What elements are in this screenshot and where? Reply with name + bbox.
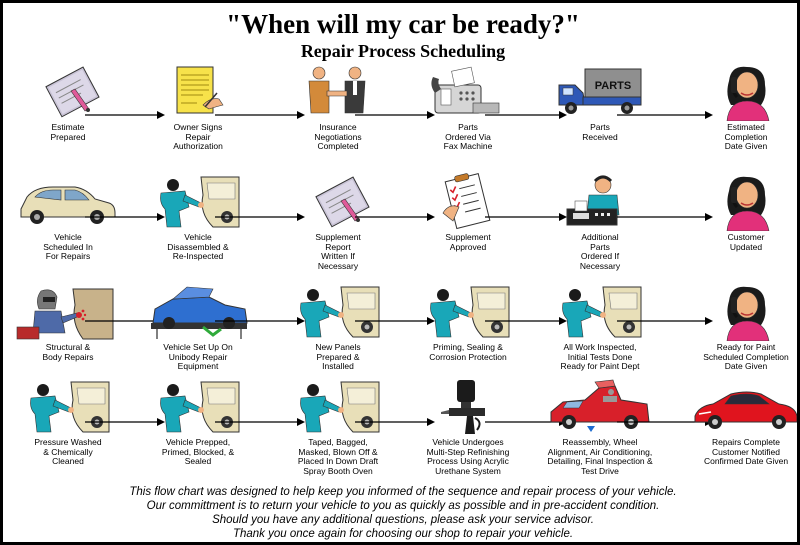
woman-phone-icon	[691, 63, 797, 122]
step-label: Priming, Sealing & Corrosion Protection	[429, 342, 507, 362]
flow-arrow	[617, 313, 713, 325]
footer-line: Thank you once again for choosing our sh…	[232, 528, 574, 540]
flow-arrow	[215, 209, 305, 221]
flow-arrow	[215, 313, 305, 325]
step-label: Ready for Paint Scheduled Completion Dat…	[703, 342, 789, 371]
step-label: Additional Parts Ordered If Necessary	[579, 232, 621, 271]
step-label: All Work Inspected, Initial Tests Done R…	[560, 342, 640, 371]
car-icon	[13, 173, 123, 231]
spray-gun-icon	[413, 378, 523, 436]
step-label: Vehicle Set Up On Unibody Repair Equipme…	[163, 342, 233, 371]
flow-arrow	[485, 209, 567, 221]
step-label: Vehicle Prepped, Primed, Blocked, & Seal…	[161, 437, 235, 466]
page-title: "When will my car be ready?"	[226, 9, 580, 39]
footer-line: Our committment is to return your vehicl…	[146, 500, 660, 512]
flow-arrow	[85, 414, 165, 426]
flow-arrow	[617, 209, 713, 221]
step-label: Owner Signs Repair Authorization	[173, 122, 223, 151]
mechanic-icon	[143, 173, 253, 231]
clipboard-icon	[13, 63, 123, 121]
flow-arrow	[215, 414, 305, 426]
mechanic-icon	[13, 378, 123, 436]
man-fax-icon	[545, 173, 655, 231]
step-label: Parts Received	[582, 122, 618, 142]
step-label: Estimate Prepared	[50, 122, 86, 142]
flow-arrow	[85, 107, 165, 119]
footer-note: This flow chart was designed to help kee…	[3, 485, 797, 541]
mechanic-icon	[413, 283, 523, 341]
page-subtitle: Repair Process Scheduling	[300, 41, 506, 61]
mechanic-icon	[283, 378, 393, 436]
mechanic-icon	[143, 378, 253, 436]
checklist-icon	[413, 173, 523, 231]
step-label: Taped, Bagged, Masked, Blown Off & Place…	[297, 437, 379, 476]
frame-machine-icon	[143, 283, 253, 341]
flow-arrow	[355, 414, 435, 426]
flow-arrow	[355, 313, 435, 325]
step-label: Pressure Washed & Chemically Cleaned	[34, 437, 102, 466]
welder-icon	[13, 283, 123, 341]
step-label: Customer Updated	[727, 232, 765, 252]
flow-arrow	[485, 313, 567, 325]
red-car-hood-icon	[545, 378, 655, 436]
step-label: Vehicle Scheduled In For Repairs	[43, 232, 93, 261]
woman-phone-icon	[691, 173, 797, 232]
flow-arrow	[617, 107, 713, 119]
woman-phone-icon	[691, 283, 797, 342]
flow-arrow	[355, 107, 435, 119]
flow-arrow	[485, 107, 567, 119]
document-signing-icon	[143, 63, 253, 121]
step-label: Structural & Body Repairs	[42, 342, 94, 362]
handshake-icon	[283, 63, 393, 121]
svg-text:PARTS: PARTS	[595, 80, 631, 92]
step-label: Estimated Completion Date Given	[724, 122, 768, 151]
step-label: New Panels Prepared & Installed	[315, 342, 361, 371]
clipboard-icon	[283, 173, 393, 231]
fax-machine-icon	[413, 63, 523, 121]
flow-arrow	[215, 107, 305, 119]
step-label: Supplement Report Written If Necessary	[315, 232, 361, 271]
red-sports-car-icon	[691, 378, 797, 436]
step-label: Reassembly, Wheel Alignment, Air Conditi…	[547, 437, 653, 476]
flow-arrow	[85, 209, 165, 221]
footer-line: This flow chart was designed to help kee…	[129, 486, 677, 498]
mechanic-icon	[283, 283, 393, 341]
footer-line: Should you have any additional questions…	[212, 514, 594, 526]
step-label: Supplement Approved	[445, 232, 491, 252]
step-label: Vehicle Undergoes Multi-Step Refinishing…	[426, 437, 510, 476]
flow-arrow	[355, 209, 435, 221]
step-label: Parts Ordered Via Fax Machine	[443, 122, 493, 151]
step-label: Vehicle Disassembled & Re-Inspected	[167, 232, 229, 261]
parts-truck-icon: PARTS	[545, 63, 655, 121]
step-label: Insurance Negotiations Completed	[314, 122, 362, 151]
mechanic-icon	[545, 283, 655, 341]
step-label: Repairs Complete Customer Notified Confi…	[703, 437, 789, 466]
